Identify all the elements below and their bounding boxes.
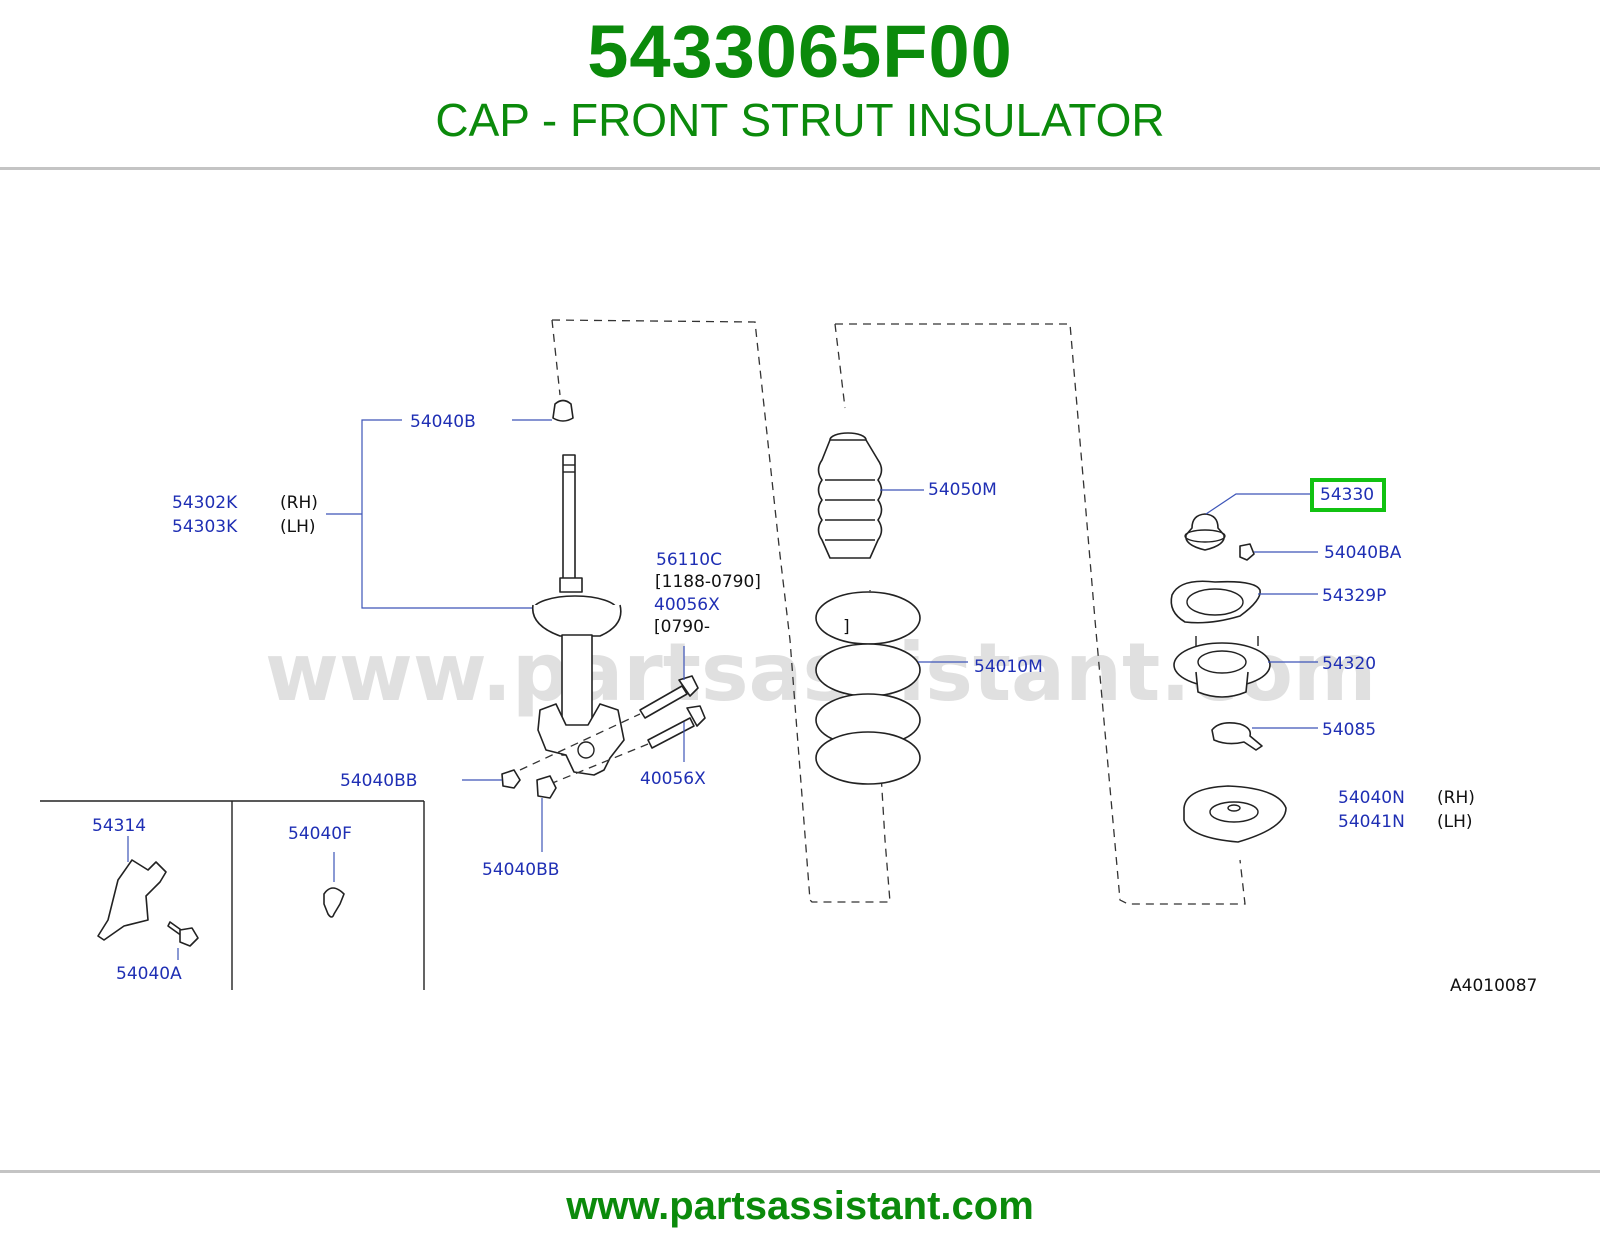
footer-url[interactable]: www.partsassistant.com	[566, 1184, 1034, 1228]
label-54040BB-b[interactable]: 54040BB	[482, 860, 559, 880]
bump-stop-boot[interactable]	[817, 432, 883, 559]
footer-divider	[0, 1170, 1600, 1173]
label-lh-1: (LH)	[280, 517, 316, 537]
cap-rim	[1184, 529, 1226, 543]
label-54041N[interactable]: 54041N	[1338, 812, 1405, 832]
bolt-axis-2	[549, 743, 649, 785]
label-lh-2: (LH)	[1437, 812, 1473, 832]
label-54329P[interactable]: 54329P	[1322, 586, 1386, 606]
clip	[323, 887, 345, 918]
brake-hose-bracket-54314[interactable]	[97, 859, 167, 941]
mount-nut-54040ba[interactable]	[1239, 543, 1255, 561]
nut-bb-1	[501, 769, 521, 789]
header: 5433065F00 CAP - FRONT STRUT INSULATOR	[0, 0, 1600, 168]
dashed-group-right	[835, 323, 1246, 905]
upper-seat-center	[1209, 801, 1259, 823]
nuts-54040bb[interactable]	[501, 769, 557, 799]
label-54320[interactable]: 54320	[1322, 654, 1376, 674]
mount-plate-hole	[1186, 588, 1244, 616]
label-54314[interactable]: 54314	[92, 816, 146, 836]
leader-54330	[1205, 493, 1310, 515]
label-54040B[interactable]: 54040B	[410, 412, 476, 432]
boot-body	[817, 439, 883, 559]
bolt-upper	[639, 685, 688, 719]
bracket-54085[interactable]	[1211, 722, 1263, 751]
label-54040F[interactable]: 54040F	[288, 824, 352, 844]
label-range-1: [1188-0790]	[655, 572, 761, 592]
upper-seat-hole	[1227, 804, 1241, 812]
part-description: CAP - FRONT STRUT INSULATOR	[435, 94, 1165, 146]
dashed-left-edge	[551, 319, 561, 396]
strut-mount-center	[1197, 650, 1247, 674]
label-54330[interactable]: 54330	[1320, 485, 1374, 505]
label-54040BA[interactable]: 54040BA	[1324, 543, 1402, 563]
rod-collar	[559, 577, 583, 593]
label-56110C[interactable]: 56110C	[656, 550, 722, 570]
small-bracket	[1211, 722, 1263, 751]
label-54303K[interactable]: 54303K	[172, 517, 238, 537]
spring-coil-2	[815, 643, 921, 697]
dashed-group-left	[551, 319, 891, 903]
spring-coil-1	[815, 591, 921, 645]
strut-mount-body	[1195, 671, 1249, 698]
leader-strut-bracket	[361, 419, 532, 609]
bolt-54040a[interactable]	[167, 921, 199, 947]
bolts-40056x[interactable]	[519, 675, 706, 785]
label-40056X-b[interactable]: 40056X	[640, 769, 706, 789]
bolt-lower-head	[686, 705, 706, 727]
hose-bracket	[97, 859, 167, 941]
inset-bolt-head	[179, 927, 199, 947]
label-54085[interactable]: 54085	[1322, 720, 1376, 740]
upper-seat-flange	[1183, 785, 1287, 843]
label-54010M[interactable]: 54010M	[974, 657, 1043, 677]
label-rh-2: (RH)	[1437, 788, 1475, 808]
upper-seat-54040n[interactable]	[1183, 785, 1287, 843]
part-number-title: 5433065F00	[587, 10, 1013, 93]
selected-part-highlight[interactable]	[1310, 478, 1386, 512]
strut-top-nut	[552, 399, 574, 422]
mount-plate-54329p[interactable]	[1170, 580, 1261, 624]
parts-diagram: www.partsassistant.com	[40, 319, 1537, 996]
clip-54040f[interactable]	[323, 887, 345, 918]
label-54040A[interactable]: 54040A	[116, 964, 182, 984]
strut-rod	[562, 454, 576, 581]
coil-spring[interactable]	[815, 591, 921, 785]
dashed-mid-edge	[834, 323, 846, 409]
bolt-lower	[647, 717, 695, 749]
spring-coil-4	[815, 731, 921, 785]
label-54302K[interactable]: 54302K	[172, 493, 238, 513]
strut-mount-54320[interactable]	[1173, 636, 1271, 698]
label-range-2-end: ]	[843, 617, 850, 637]
label-rh-1: (RH)	[280, 493, 318, 513]
label-54040N[interactable]: 54040N	[1338, 788, 1405, 808]
bolt-upper-head	[678, 675, 699, 697]
nut-bb-2	[536, 775, 557, 799]
header-divider	[0, 167, 1600, 170]
diagram-code: A4010087	[1450, 976, 1537, 996]
label-54040BB-a[interactable]: 54040BB	[340, 771, 417, 791]
strut-assembly[interactable]	[531, 399, 625, 776]
label-54050M[interactable]: 54050M	[928, 480, 997, 500]
mount-plate	[1170, 580, 1261, 624]
label-range-2: [0790-	[654, 617, 710, 637]
label-40056X-a[interactable]: 40056X	[654, 595, 720, 615]
knuckle-bracket	[537, 703, 625, 776]
insulator-cap-54330[interactable]	[1184, 513, 1226, 551]
bracket-hole	[577, 741, 595, 759]
